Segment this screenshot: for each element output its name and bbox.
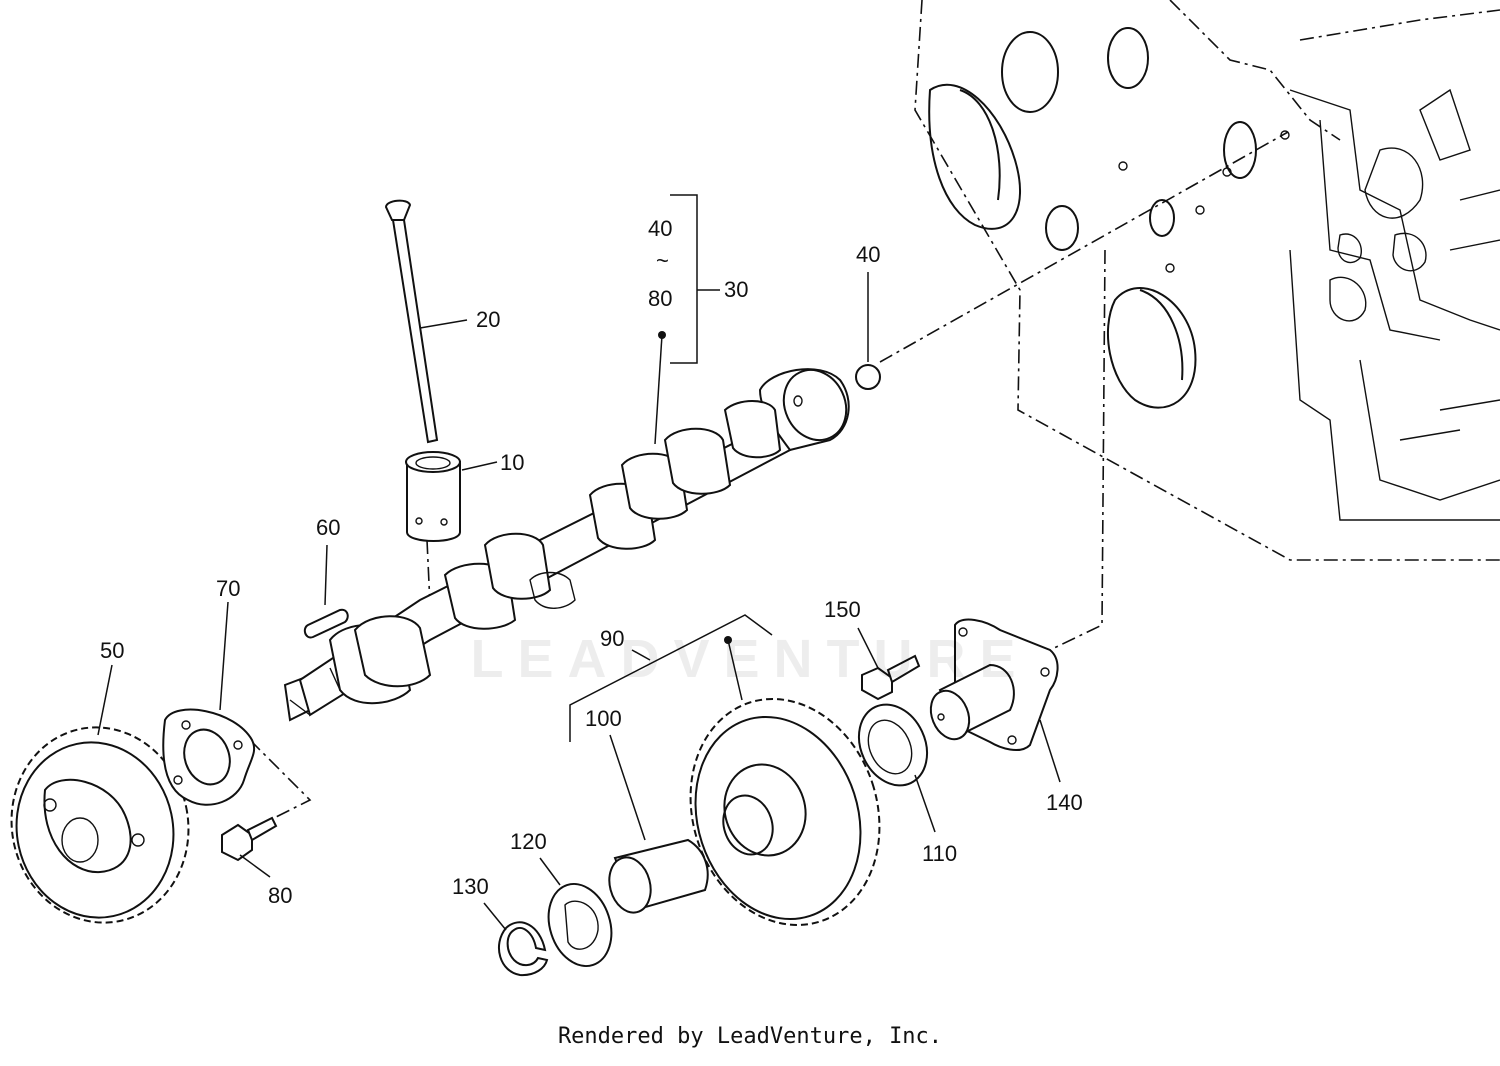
callout-90[interactable]: 90 (600, 626, 624, 651)
callout-40-range-bottom[interactable]: 80 (648, 286, 672, 311)
engine-block (914, 0, 1500, 561)
callout-110[interactable]: 110 (922, 841, 957, 866)
thrust-plate (162, 708, 256, 806)
callout-30[interactable]: 30 (724, 277, 748, 302)
bolt (221, 816, 278, 862)
callout-130[interactable]: 130 (452, 874, 489, 899)
callout-140[interactable]: 140 (1046, 790, 1083, 815)
bushing (608, 838, 709, 914)
callout-20[interactable]: 20 (476, 307, 500, 332)
footer-credit: Rendered by LeadVenture, Inc. (557, 1024, 943, 1049)
woodruff-key (303, 608, 349, 639)
cam-lobes (328, 400, 782, 705)
callout-labels: 20 10 60 70 50 80 40 ~ 80 30 40 90 100 1… (100, 216, 1083, 908)
callout-100[interactable]: 100 (585, 706, 622, 731)
callout-50[interactable]: 50 (100, 638, 124, 663)
watermark: LEADVENTURE (470, 629, 1030, 689)
shaft-bolt (861, 654, 921, 701)
callout-10[interactable]: 10 (500, 450, 524, 475)
callout-80[interactable]: 80 (268, 883, 292, 908)
callout-40[interactable]: 40 (856, 242, 880, 267)
push-rod (384, 199, 439, 444)
collar (857, 703, 929, 787)
callout-70[interactable]: 70 (216, 576, 240, 601)
callout-40-range-top[interactable]: 40 (648, 216, 672, 241)
camshaft (283, 368, 850, 722)
cam-gear (10, 726, 190, 924)
callout-150[interactable]: 150 (824, 597, 861, 622)
idle-gear-shaft (929, 618, 1059, 752)
callout-40-range-separator: ~ (656, 248, 669, 273)
idle-gear (689, 697, 881, 927)
thrust-washer (547, 882, 613, 968)
callout-60[interactable]: 60 (316, 515, 340, 540)
tappet (405, 451, 461, 542)
leader-lines (97, 194, 1061, 931)
steel-ball (855, 364, 881, 390)
callout-120[interactable]: 120 (510, 829, 547, 854)
